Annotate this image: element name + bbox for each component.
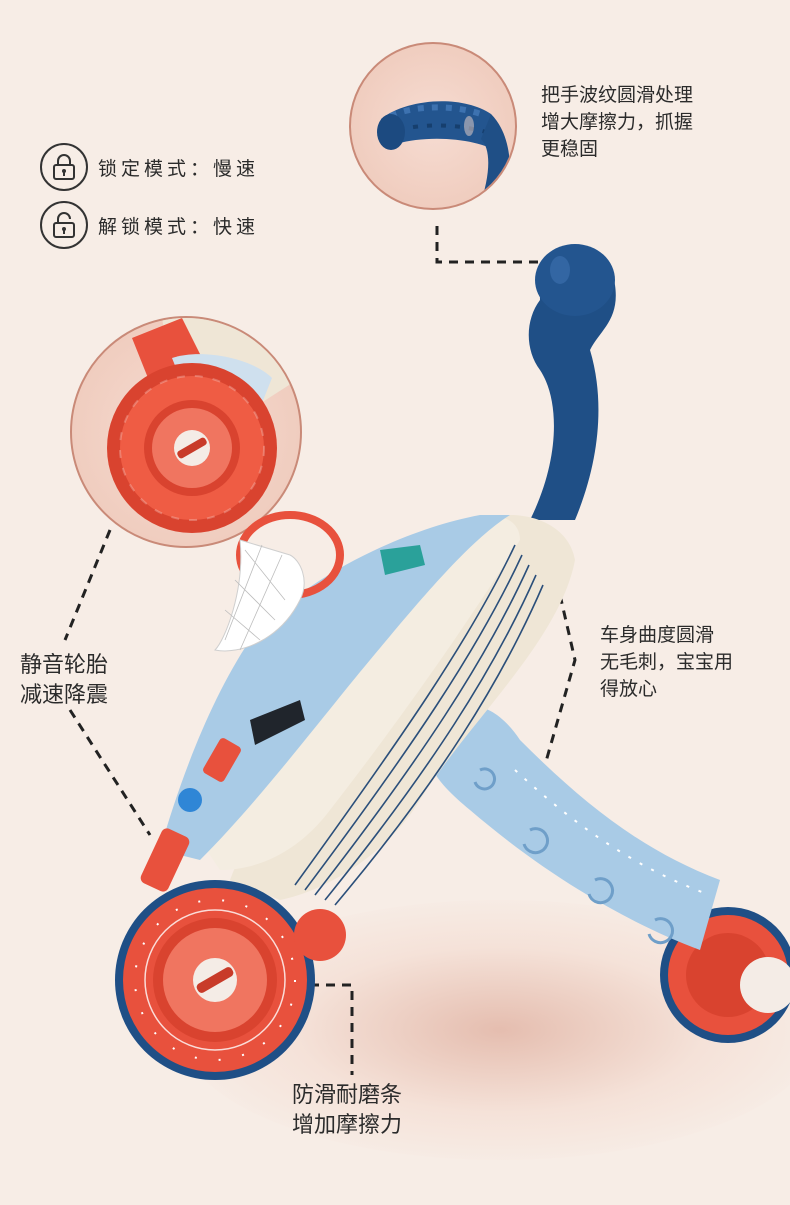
- body-callout: 车身曲度圆滑 无毛刺，宝宝用 得放心: [600, 622, 733, 703]
- unlock-mode-label: 解锁模式：快速: [98, 215, 260, 238]
- callout-lines: [63, 226, 577, 1075]
- handle-callout-line: [435, 226, 548, 264]
- front-panel: [160, 515, 510, 860]
- wheel-callout-line-2: 减速降震: [20, 683, 109, 708]
- legend-lock-row: 锁定模式：慢速: [40, 143, 259, 191]
- hoop-net: [213, 539, 305, 652]
- legend-unlock-row: 解锁模式：快速: [40, 201, 259, 249]
- body-callout-line-2: 无毛刺，宝宝用: [600, 651, 734, 673]
- toy-green-block: [380, 545, 425, 575]
- wheel-zoom-circle: [70, 316, 302, 548]
- wheel-callout-line-1: 静音轮胎: [20, 653, 109, 678]
- handle-callout-line-1: 把手波纹圆滑处理: [541, 84, 694, 106]
- handle-callout-line-2: 增大摩擦力，抓握: [541, 111, 694, 133]
- strip-callout: 防滑耐磨条 增加摩擦力: [292, 1081, 402, 1141]
- handle-callout: 把手波纹圆滑处理 增大摩擦力，抓握 更稳固: [541, 82, 693, 163]
- wheel-callout-line: [63, 529, 152, 836]
- body-callout-line-3: 得放心: [600, 678, 658, 700]
- strip-callout-line-2: 增加摩擦力: [292, 1113, 403, 1138]
- strip-callout-line: [310, 983, 354, 1075]
- handle-grip-illustration: [377, 101, 510, 208]
- front-wheel: [115, 880, 315, 1080]
- toy-blue-knob: [178, 788, 202, 812]
- handle-callout-line-3: 更稳固: [541, 138, 599, 160]
- strip-callout-line-1: 防滑耐磨条: [292, 1083, 403, 1108]
- staff-lines: [294, 544, 544, 906]
- rear-wheel: [660, 907, 790, 1043]
- body-callout-line-1: 车身曲度圆滑: [600, 624, 715, 646]
- leg-swirls: [473, 767, 675, 945]
- front-wheel-inner: [294, 909, 346, 961]
- handle-bar: [528, 263, 616, 520]
- wheel-closeup-illustration: [107, 318, 300, 533]
- lock-mode-label: 锁定模式：慢速: [98, 157, 260, 180]
- toy-red-block: [140, 828, 190, 892]
- lock-icon: [40, 143, 88, 191]
- handle-zoom-circle: [349, 42, 517, 210]
- rear-leg: [425, 705, 720, 950]
- unlock-icon: [40, 201, 88, 249]
- wheel-callout: 静音轮胎 减速降震: [20, 651, 108, 711]
- body-callout-line: [543, 594, 577, 766]
